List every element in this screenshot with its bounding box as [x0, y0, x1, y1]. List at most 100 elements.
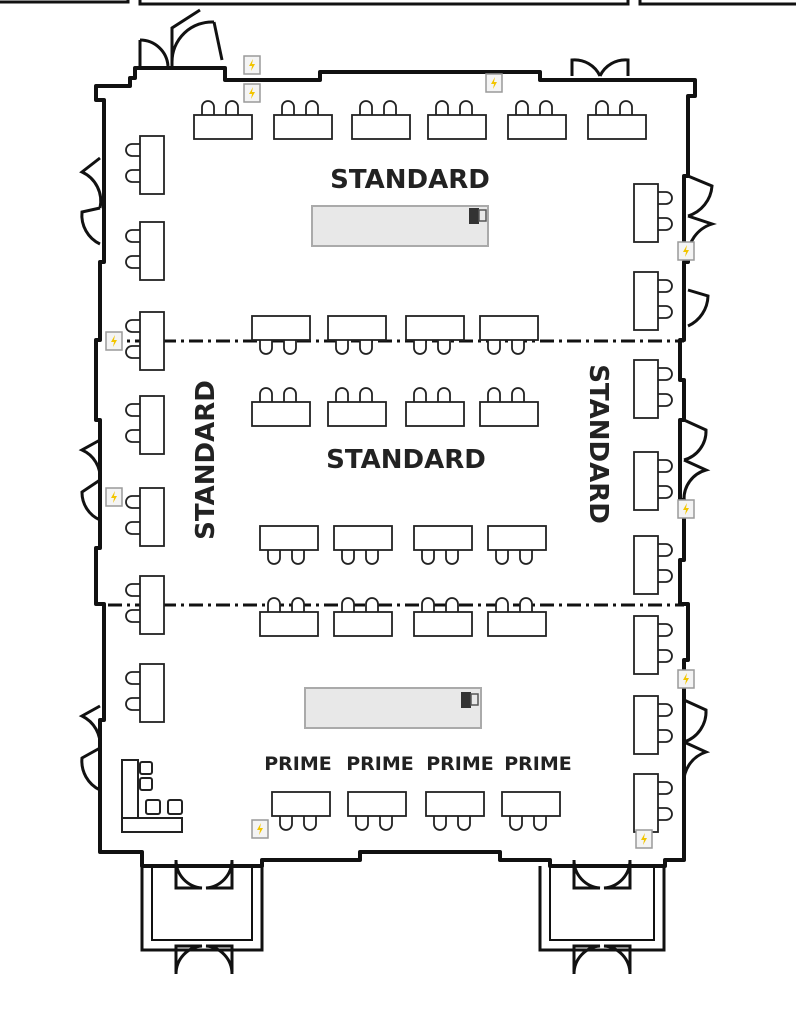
table-with-chairs[interactable]: [125, 135, 165, 195]
table-top: [633, 695, 659, 755]
table-top: [139, 135, 165, 195]
power-outlet-icon[interactable]: [251, 819, 269, 839]
table-with-chairs[interactable]: [259, 597, 319, 637]
table-with-chairs[interactable]: [405, 315, 465, 355]
power-outlet-icon[interactable]: [677, 499, 695, 519]
door-icon[interactable]: [572, 859, 632, 975]
power-outlet-icon[interactable]: [243, 55, 261, 75]
table-with-chairs[interactable]: [507, 100, 567, 140]
chair-icon: [487, 387, 501, 402]
table-with-chairs[interactable]: [501, 791, 561, 831]
table-with-chairs[interactable]: [273, 100, 333, 140]
table-with-chairs[interactable]: [125, 221, 165, 281]
door-icon[interactable]: [174, 859, 234, 975]
power-outlet-icon[interactable]: [677, 669, 695, 689]
power-outlet-icon[interactable]: [677, 241, 695, 261]
chair-icon: [259, 387, 273, 402]
table-top: [413, 525, 473, 551]
chair-icon: [487, 340, 501, 355]
chair-icon: [459, 100, 473, 115]
table-with-chairs[interactable]: [633, 451, 673, 511]
table-top: [425, 791, 485, 817]
table-with-chairs[interactable]: [633, 695, 673, 755]
table-with-chairs[interactable]: [487, 597, 547, 637]
power-outlet-icon[interactable]: [105, 487, 123, 507]
table-with-chairs[interactable]: [327, 315, 387, 355]
chair-icon: [259, 340, 273, 355]
power-outlet-icon[interactable]: [243, 83, 261, 103]
table-with-chairs[interactable]: [427, 100, 487, 140]
lounge-seating[interactable]: [121, 759, 183, 833]
table-with-chairs[interactable]: [405, 387, 465, 427]
zone-label-prime-4: PRIME: [504, 753, 572, 775]
chair-icon: [658, 485, 673, 499]
door-icon[interactable]: [78, 704, 102, 792]
power-outlet-icon[interactable]: [635, 829, 653, 849]
table-with-chairs[interactable]: [251, 315, 311, 355]
power-outlet-icon[interactable]: [105, 331, 123, 351]
chair-icon: [495, 597, 509, 612]
table-with-chairs[interactable]: [633, 535, 673, 595]
table-top: [587, 114, 647, 140]
chair-icon: [125, 169, 140, 183]
table-with-chairs[interactable]: [271, 791, 331, 831]
chair-icon: [305, 100, 319, 115]
door-icon[interactable]: [687, 288, 710, 328]
door-icon[interactable]: [682, 698, 711, 787]
table-with-chairs[interactable]: [125, 487, 165, 547]
table-with-chairs[interactable]: [125, 311, 165, 371]
table-with-chairs[interactable]: [633, 359, 673, 419]
table-with-chairs[interactable]: [425, 791, 485, 831]
chair-icon: [365, 550, 379, 565]
chair-icon: [225, 100, 239, 115]
table-top: [271, 791, 331, 817]
door-icon[interactable]: [79, 156, 103, 246]
table-with-chairs[interactable]: [413, 525, 473, 565]
table-top: [327, 401, 387, 427]
chair-icon: [619, 100, 633, 115]
table-with-chairs[interactable]: [633, 615, 673, 675]
table-with-chairs[interactable]: [333, 525, 393, 565]
chair-icon: [658, 367, 673, 381]
table-with-chairs[interactable]: [125, 575, 165, 635]
door-icon[interactable]: [682, 418, 711, 501]
table-with-chairs[interactable]: [125, 395, 165, 455]
table-top: [139, 395, 165, 455]
table-with-chairs[interactable]: [351, 100, 411, 140]
table-top: [273, 114, 333, 140]
door-icon[interactable]: [570, 58, 630, 77]
chair-icon: [437, 387, 451, 402]
door-icon[interactable]: [78, 438, 102, 522]
chair-icon: [457, 816, 471, 831]
table-with-chairs[interactable]: [125, 663, 165, 723]
table-with-chairs[interactable]: [327, 387, 387, 427]
chair-icon: [533, 816, 547, 831]
table-top: [193, 114, 253, 140]
table-with-chairs[interactable]: [633, 773, 673, 833]
chair-icon: [359, 387, 373, 402]
serving-station-top[interactable]: [311, 205, 489, 247]
table-with-chairs[interactable]: [333, 597, 393, 637]
table-with-chairs[interactable]: [479, 387, 539, 427]
table-with-chairs[interactable]: [251, 387, 311, 427]
serving-station-bottom[interactable]: [304, 687, 482, 729]
table-with-chairs[interactable]: [259, 525, 319, 565]
entrance-vestibule-left: [140, 866, 264, 952]
table-with-chairs[interactable]: [347, 791, 407, 831]
table-with-chairs[interactable]: [193, 100, 253, 140]
table-with-chairs[interactable]: [487, 525, 547, 565]
top-bar: [0, 0, 796, 6]
table-with-chairs[interactable]: [587, 100, 647, 140]
power-outlet-icon[interactable]: [485, 73, 503, 93]
chair-icon: [341, 597, 355, 612]
chair-icon: [283, 387, 297, 402]
chair-icon: [125, 345, 140, 359]
chair-icon: [495, 550, 509, 565]
table-top: [347, 791, 407, 817]
table-with-chairs[interactable]: [479, 315, 539, 355]
table-with-chairs[interactable]: [633, 183, 673, 243]
entrance-vestibule-right: [538, 866, 666, 952]
door-icon[interactable]: [138, 8, 224, 67]
table-with-chairs[interactable]: [413, 597, 473, 637]
table-with-chairs[interactable]: [633, 271, 673, 331]
